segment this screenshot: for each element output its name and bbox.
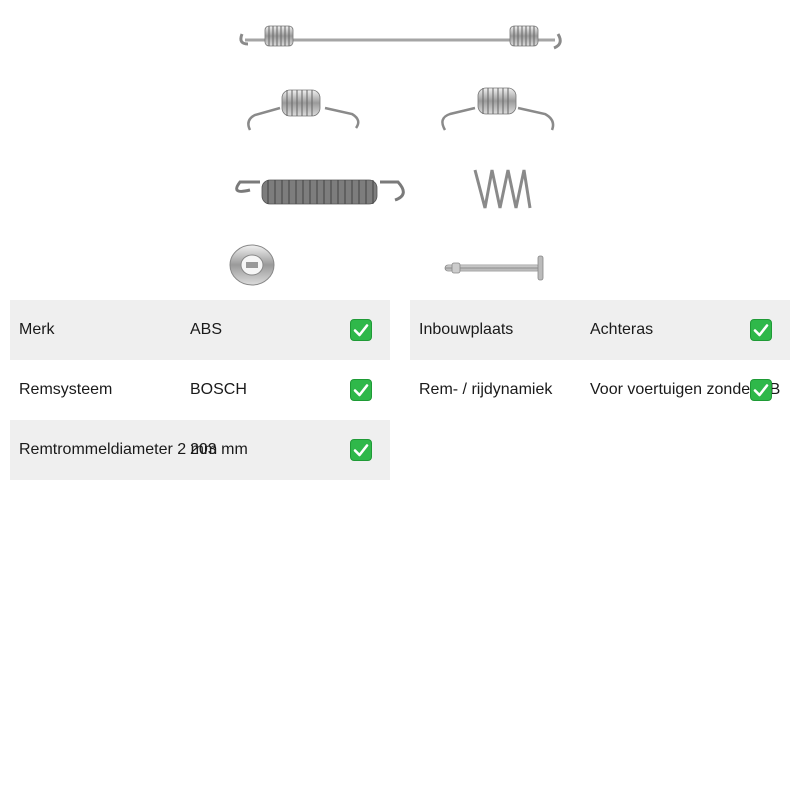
spec-value: Voor voertuigen zonder ABS (590, 381, 780, 398)
check-mark-icon (350, 319, 372, 341)
spec-label: Remtrommeldiameter 2 mm (19, 441, 218, 458)
spec-value: ABS (190, 321, 223, 338)
check-mark-icon (350, 439, 372, 461)
hook-spring-left (247, 89, 360, 131)
spec-label: Rem- / rijdynamiek (419, 381, 553, 398)
retainer-washer (229, 244, 275, 286)
spec-row-drum-diameter: Remtrommeldiameter 2 mm 203 mm (10, 420, 390, 480)
compression-spring (473, 169, 532, 209)
spec-label: Merk (19, 321, 55, 338)
spec-row-fitting-position: Inbouwplaats Achteras (410, 300, 790, 360)
spec-label: Remsysteem (19, 381, 113, 398)
hook-spring-right (441, 87, 555, 131)
spec-value: 203 mm (190, 441, 248, 458)
check-mark-icon (750, 379, 772, 401)
check-mark-icon (750, 319, 772, 341)
spec-label: Inbouwplaats (419, 321, 514, 338)
tension-spring (235, 179, 405, 205)
check-mark-icon (350, 379, 372, 401)
spec-row-brake-dynamics: Rem- / rijdynamiek Voor voertuigen zonde… (410, 360, 790, 420)
spec-value: Achteras (590, 321, 654, 338)
spec-value: BOSCH (190, 381, 247, 398)
spec-table-left: Merk ABS Remsysteem BOSCH Remtrommeldiam… (10, 300, 390, 480)
product-image (229, 25, 562, 286)
spec-row-brand: Merk ABS (10, 300, 390, 360)
hold-down-pin (444, 255, 544, 281)
spec-table-right: Inbouwplaats Achteras Rem- / rijdynamiek… (410, 300, 790, 420)
spec-row-brake-system: Remsysteem BOSCH (10, 360, 390, 420)
rod-spring (239, 25, 562, 50)
